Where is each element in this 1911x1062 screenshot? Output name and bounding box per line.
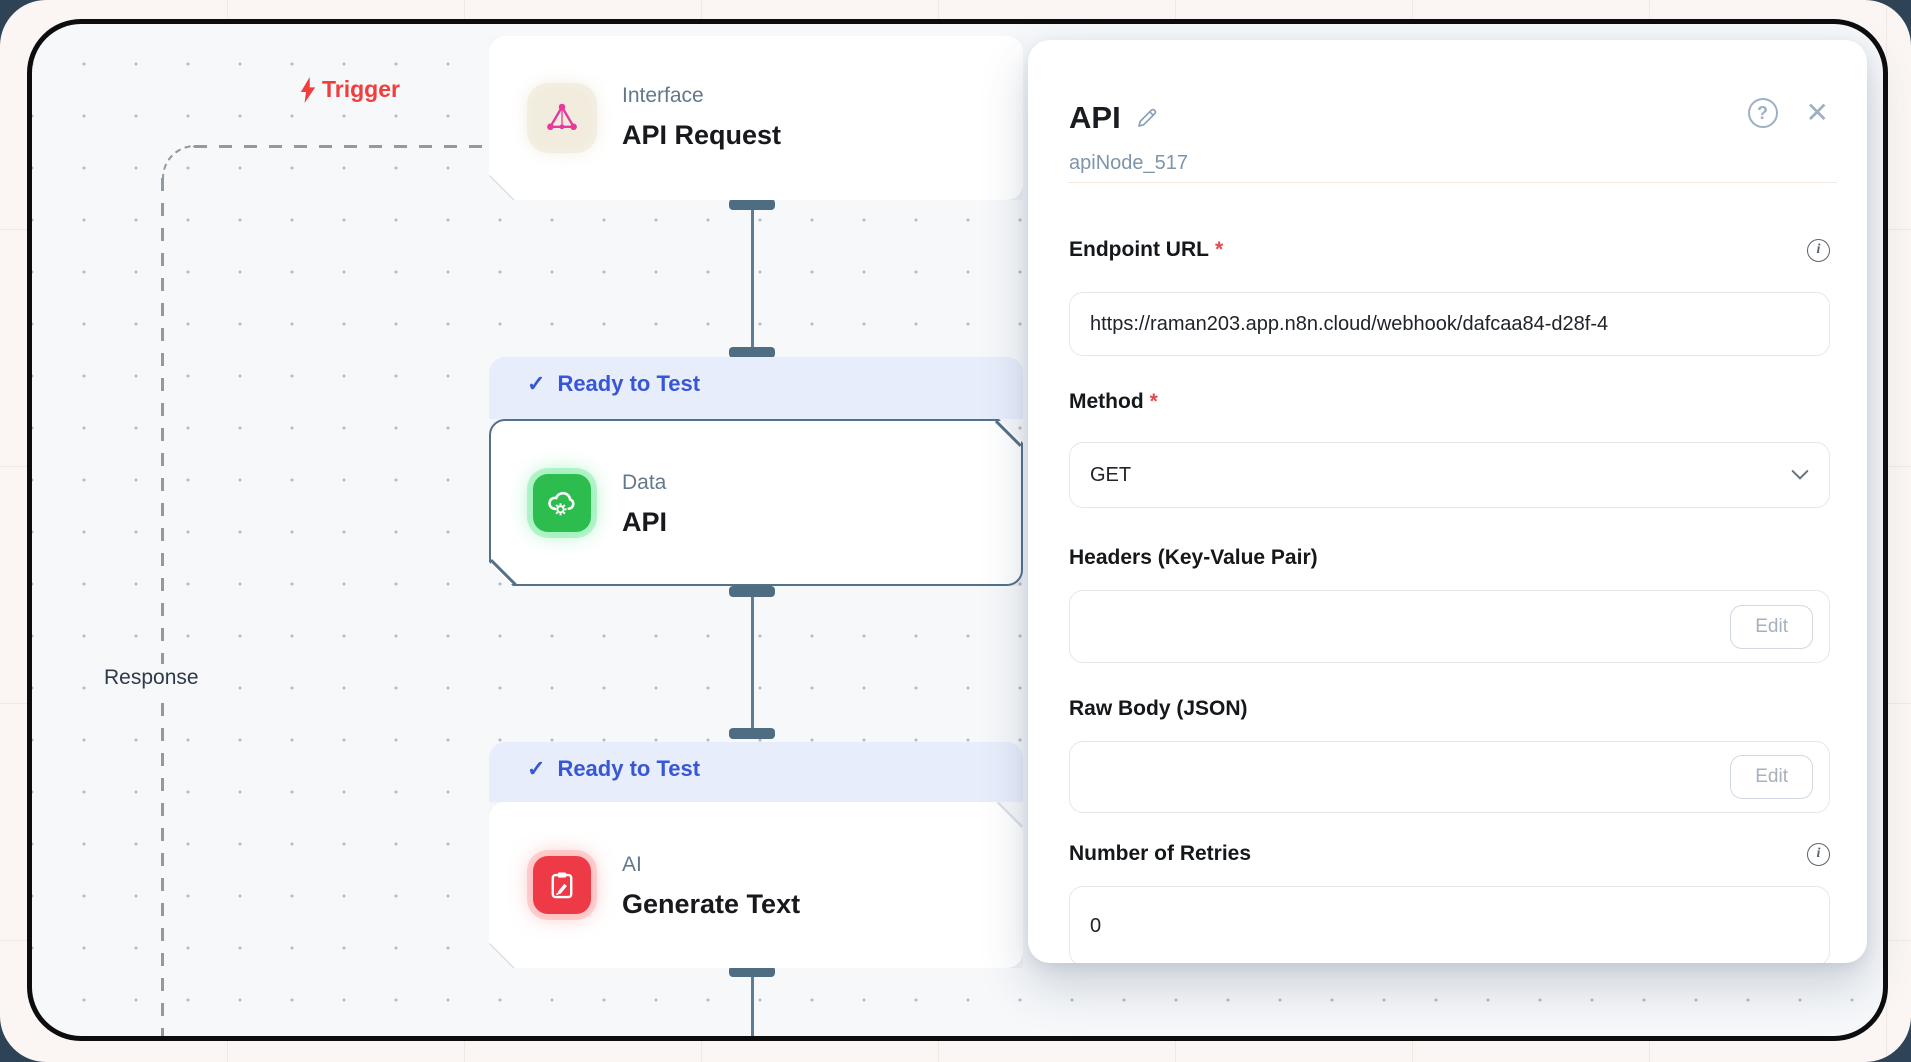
connection-handle[interactable] <box>729 347 775 358</box>
headers-label: Headers (Key-Value Pair) <box>1069 546 1318 569</box>
cloud-gear-icon <box>533 474 591 532</box>
close-icon[interactable]: ✕ <box>1805 97 1829 128</box>
raw-body-label: Raw Body (JSON) <box>1069 697 1248 720</box>
retries-label: Number of Retries <box>1069 842 1252 865</box>
check-icon: ✓ <box>527 371 546 396</box>
node-interface-title: API Request <box>622 120 782 150</box>
node-ai-status-text: Ready to Test <box>557 756 701 781</box>
question-icon[interactable]: ? <box>1747 98 1778 128</box>
endpoint-url-label: Endpoint URL* <box>1069 238 1224 261</box>
connection-handle[interactable] <box>729 199 775 210</box>
response-path-horizontal <box>194 145 489 148</box>
node-ai-status-badge[interactable]: ✓ Ready to Test <box>489 742 1023 802</box>
trigger-label-text: Trigger <box>322 76 400 102</box>
chevron-down-icon <box>1791 469 1809 481</box>
trigger-label: Trigger <box>298 76 400 103</box>
response-label: Response <box>98 664 205 692</box>
connector-line <box>751 972 754 1036</box>
method-label: Method* <box>1069 390 1158 413</box>
node-config-panel: API apiNode_517 ? ✕ Endpoint URL* i <box>1028 40 1867 963</box>
response-path-vertical <box>161 178 164 1036</box>
headers-edit-button[interactable]: Edit <box>1730 604 1813 649</box>
node-interface-category: Interface <box>622 84 704 107</box>
card-bevel <box>488 175 515 202</box>
method-selected-value: GET <box>1090 463 1132 486</box>
connector-line <box>751 592 754 734</box>
card-bevel <box>488 943 515 970</box>
panel-divider <box>1068 182 1837 183</box>
raw-body-edit-button[interactable]: Edit <box>1730 755 1813 799</box>
connection-handle[interactable] <box>729 728 775 739</box>
panel-node-id: apiNode_517 <box>1069 152 1188 174</box>
headers-input[interactable]: Edit <box>1069 590 1830 663</box>
endpoint-url-input[interactable]: https://raman203.app.n8n.cloud/webhook/d… <box>1069 292 1830 356</box>
card-bevel <box>997 800 1024 827</box>
info-icon[interactable]: i <box>1807 238 1830 262</box>
node-ai-category: AI <box>622 853 642 876</box>
connector-line <box>751 204 754 356</box>
check-icon: ✓ <box>527 756 546 781</box>
node-data-category: Data <box>622 471 667 494</box>
required-asterisk: * <box>1214 238 1224 261</box>
lightning-bolt-icon <box>298 76 318 103</box>
node-data-status-badge[interactable]: ✓ Ready to Test <box>489 357 1023 419</box>
pencil-icon[interactable] <box>1135 106 1159 130</box>
card-bevel <box>490 559 517 586</box>
card-bevel <box>995 419 1022 446</box>
raw-body-input[interactable]: Edit <box>1069 741 1830 813</box>
retries-input[interactable]: 0 <box>1069 886 1830 963</box>
panel-title: API <box>1069 100 1121 135</box>
info-icon[interactable]: i <box>1807 842 1830 866</box>
node-data-status-text: Ready to Test <box>557 371 701 396</box>
response-path-corner <box>162 145 195 178</box>
node-ai-title: Generate Text <box>622 889 801 919</box>
required-asterisk: * <box>1149 390 1158 413</box>
method-select[interactable]: GET <box>1069 442 1830 508</box>
connection-handle[interactable] <box>729 966 775 977</box>
connection-handle[interactable] <box>729 586 775 597</box>
graphql-icon <box>533 89 591 147</box>
node-data-title: API <box>622 507 668 537</box>
clipboard-pencil-icon <box>533 856 591 914</box>
